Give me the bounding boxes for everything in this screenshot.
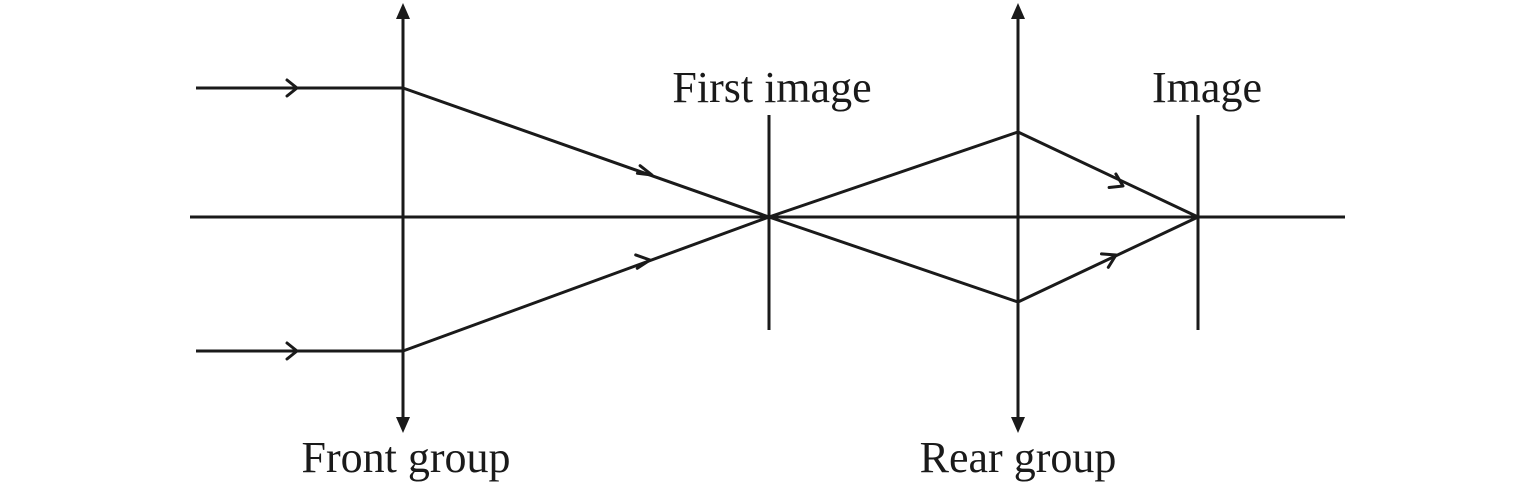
- front-group-bottom-arrowhead-icon: [396, 417, 410, 433]
- first-image-label: First image: [672, 63, 871, 112]
- lower-ray: [196, 130, 1199, 361]
- upper-ray-final-arrow-icon: [1100, 252, 1118, 269]
- rear-group-top-arrowhead-icon: [1011, 3, 1025, 19]
- rear-group-label: Rear group: [920, 433, 1117, 482]
- front-group-lens: [396, 3, 410, 433]
- rear-group-lens: [1011, 3, 1025, 433]
- lower-ray-final-arrow-icon: [1107, 172, 1125, 189]
- image-label: Image: [1152, 63, 1262, 112]
- lower-ray-converging-arrow-icon: [634, 253, 652, 270]
- upper-ray: [196, 78, 1199, 304]
- front-group-top-arrowhead-icon: [396, 3, 410, 19]
- rear-group-bottom-arrowhead-icon: [1011, 417, 1025, 433]
- lower-ray-input-arrow-icon: [285, 341, 299, 361]
- front-group-label: Front group: [302, 433, 511, 482]
- upper-ray-input-arrow-icon: [285, 78, 299, 98]
- upper-ray-converging-arrow-icon: [635, 164, 654, 177]
